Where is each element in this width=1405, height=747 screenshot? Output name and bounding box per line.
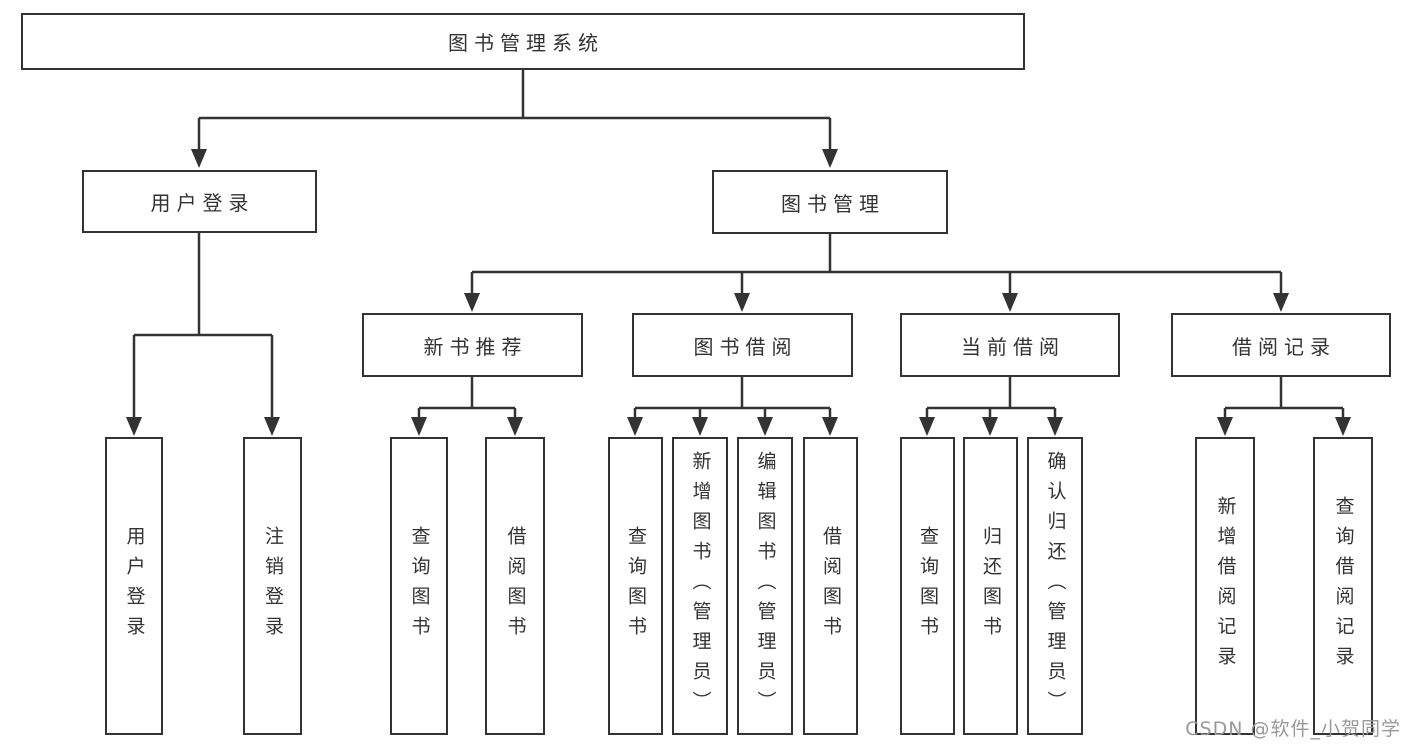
leaf-label: 编辑图书（管理员） [754, 451, 777, 721]
leaf-confirm-return-admin: 确认归还（管理员） [1027, 437, 1083, 735]
node-new-book-recommendation: 新书推荐 [362, 313, 583, 377]
node-label: 借阅记录 [1232, 334, 1336, 359]
node-label: 图书借阅 [693, 334, 798, 359]
node-book-borrowing: 图书借阅 [632, 313, 853, 377]
leaf-add-books-admin: 新增图书（管理员） [672, 437, 728, 735]
leaf-edit-books-admin: 编辑图书（管理员） [737, 437, 793, 735]
node-book-management-branch: 图书管理 [712, 170, 948, 234]
leaf-label: 新增图书（管理员） [689, 451, 712, 721]
node-borrowing-records: 借阅记录 [1171, 313, 1391, 377]
leaf-query-books-borrow: 查询图书 [608, 437, 663, 735]
node-library-management-system: 图书管理系统 [21, 13, 1025, 70]
leaf-borrow-books-recommend: 借阅图书 [485, 437, 545, 735]
csdn-watermark: CSDN @软件_小贺同学 [1185, 718, 1401, 740]
node-label: 图书管理系统 [448, 31, 604, 55]
node-label: 新书推荐 [423, 334, 528, 359]
leaf-return-books: 归还图书 [963, 437, 1018, 735]
leaf-query-books-current: 查询图书 [900, 437, 955, 735]
node-current-borrowing: 当前借阅 [900, 313, 1120, 377]
leaf-label: 确认归还（管理员） [1044, 451, 1067, 721]
leaf-label: 查询图书 [408, 526, 431, 646]
leaf-label: 借阅图书 [504, 526, 527, 646]
leaf-label: 注销登录 [262, 526, 284, 646]
leaf-add-borrow-record: 新增借阅记录 [1195, 437, 1255, 735]
leaf-label: 查询图书 [917, 526, 939, 646]
connector-lines [132, 70, 1345, 420]
node-user-login-branch: 用户登录 [82, 170, 317, 233]
leaf-user-login: 用户登录 [105, 437, 163, 735]
node-label: 用户登录 [150, 191, 255, 215]
leaf-query-books-recommend: 查询图书 [390, 437, 448, 735]
leaf-query-borrow-record: 查询借阅记录 [1313, 437, 1373, 735]
node-label: 当前借阅 [961, 334, 1065, 359]
leaf-label: 归还图书 [980, 526, 1002, 646]
node-label: 图书管理 [781, 191, 885, 216]
leaf-label: 查询图书 [625, 526, 647, 646]
leaf-label: 借阅图书 [820, 526, 842, 646]
leaf-label: 新增借阅记录 [1214, 496, 1237, 676]
leaf-label: 查询借阅记录 [1332, 496, 1355, 676]
leaf-logout: 注销登录 [243, 437, 302, 735]
leaf-label: 用户登录 [123, 526, 146, 646]
leaf-borrow-books: 借阅图书 [803, 437, 858, 735]
